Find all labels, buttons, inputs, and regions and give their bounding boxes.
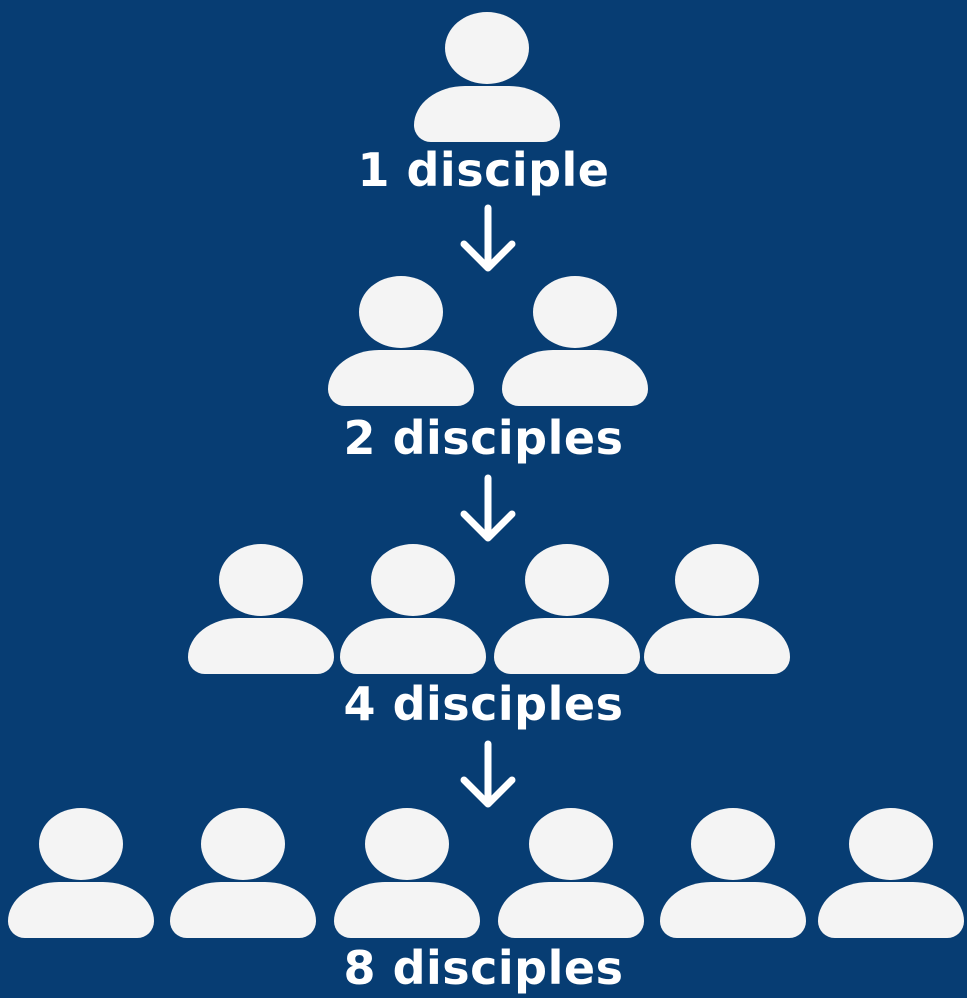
person-icon [818,808,966,938]
person-icon [340,544,488,674]
person-icon [660,808,808,938]
person-icon [414,12,562,142]
person-icon [8,808,156,938]
arrow-down-icon [460,740,516,808]
tier-4-label: 8 disciples [343,941,624,995]
tier-2-label: 2 disciples [343,411,624,465]
arrow-down-icon [460,474,516,542]
person-icon [334,808,482,938]
person-icon [498,808,646,938]
arrow-down-icon [460,204,516,272]
person-icon [170,808,318,938]
person-icon [188,544,336,674]
person-icon [644,544,792,674]
tier-1-label: 1 disciple [357,143,610,197]
person-icon [494,544,642,674]
tier-3-label: 4 disciples [343,677,624,731]
person-icon [328,276,476,406]
person-icon [502,276,650,406]
